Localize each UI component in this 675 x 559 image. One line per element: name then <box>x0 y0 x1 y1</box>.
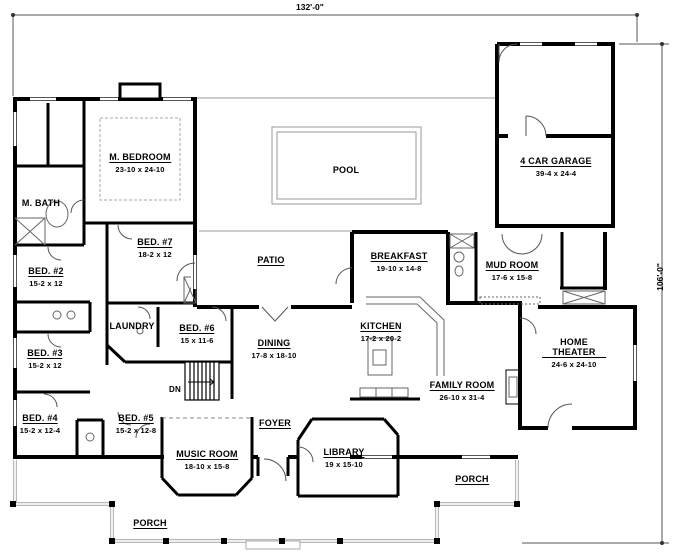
room-dims: 24-6 x 24-10 <box>551 359 597 369</box>
room-label-m-bath: M. BATH <box>22 193 60 211</box>
room-label-laundry: LAUNDRY <box>109 316 154 334</box>
overall-depth-dimension: 106'-0" <box>654 263 665 291</box>
room-label-music-room: MUSIC ROOM 18-10 x 15-8 <box>176 444 238 471</box>
room-label-home-theater: HOME THEATER 24-6 x 24-10 <box>542 337 606 369</box>
room-dims: 17-6 x 15-8 <box>491 272 533 282</box>
room-name: M. BEDROOM <box>109 152 171 164</box>
room-name: BED. #6 <box>179 323 215 335</box>
room-label-bed-2: BED. #2 15-2 x 12 <box>28 261 64 288</box>
room-dims: 26-10 x 31-4 <box>439 392 485 402</box>
room-label-bed-4: BED. #4 15-2 x 12-4 <box>20 408 61 435</box>
porch-posts <box>10 501 520 544</box>
room-name: BREAKFAST <box>370 251 428 263</box>
room-name: 4 CAR GARAGE <box>520 156 592 168</box>
room-name: KITCHEN <box>360 321 402 333</box>
interior-walls <box>13 99 605 498</box>
stairs-down-label: DN <box>169 379 181 397</box>
room-name: MUSIC ROOM <box>176 449 238 461</box>
room-name: BED. #5 <box>118 413 154 425</box>
room-label-mud-room: MUD ROOM 17-6 x 15-8 <box>485 255 539 282</box>
room-label-bed-6: BED. #6 15 x 11-6 <box>179 318 215 345</box>
room-dims: 18-10 x 15-8 <box>184 461 230 471</box>
overall-width-dimension: 132'-0" <box>296 2 324 12</box>
room-name: BED. #3 <box>27 348 63 360</box>
room-label-kitchen: KITCHEN 17-2 x 20-2 <box>360 316 402 343</box>
room-label-bed-3: BED. #3 15-2 x 12 <box>27 343 63 370</box>
room-name: HOME THEATER <box>542 337 606 359</box>
room-name: LIBRARY <box>323 447 365 459</box>
room-dims: 15-2 x 12 <box>28 360 62 370</box>
room-label-patio: PATIO <box>257 250 285 268</box>
room-dims: 19-10 x 14-8 <box>376 263 422 273</box>
fixtures <box>14 117 606 442</box>
room-label-pool: POOL <box>333 160 359 178</box>
room-name: BED. #7 <box>137 237 173 249</box>
room-name: PATIO <box>257 255 285 267</box>
room-dims: 17-8 x 18-10 <box>251 350 297 360</box>
room-name: POOL <box>332 165 360 175</box>
room-name: M. BATH <box>21 198 61 208</box>
patio-pool-outline <box>197 97 495 232</box>
room-name: DINING <box>257 338 291 350</box>
room-dims: 23-10 x 24-10 <box>115 164 165 174</box>
room-name: PORCH <box>455 474 489 486</box>
room-name: BED. #4 <box>22 413 58 425</box>
porch-outline <box>10 460 520 550</box>
room-dims: 15 x 11-6 <box>180 335 214 345</box>
room-dims: 19 x 15-10 <box>325 459 363 469</box>
room-label-breakfast: BREAKFAST 19-10 x 14-8 <box>370 246 428 273</box>
room-label-dining: DINING 17-8 x 18-10 <box>252 333 297 360</box>
room-label-family-room: FAMILY ROOM 26-10 x 31-4 <box>429 375 495 402</box>
room-label-porch-front: PORCH <box>133 513 167 531</box>
room-name: FOYER <box>258 418 292 430</box>
room-name: MUD ROOM <box>485 260 539 272</box>
room-dims: 15-2 x 12 <box>29 278 63 288</box>
stairs-label-text: DN <box>169 385 181 394</box>
room-label-garage: 4 CAR GARAGE 39-4 x 24-4 <box>520 151 592 178</box>
room-label-porch-side: PORCH <box>455 469 489 487</box>
room-label-foyer: FOYER <box>258 413 292 431</box>
door-arcs <box>43 43 573 482</box>
fireplace-chimney <box>118 82 162 101</box>
room-dims: 15-2 x 12-4 <box>19 425 61 435</box>
room-dims: 17-2 x 20-2 <box>360 333 402 343</box>
room-dims: 39-4 x 24-4 <box>535 168 577 178</box>
room-label-m-bedroom: M. BEDROOM 23-10 x 24-10 <box>109 147 171 174</box>
windows <box>11 40 639 461</box>
room-dims: 15-2 x 12-8 <box>115 425 157 435</box>
room-name: BED. #2 <box>28 266 64 278</box>
room-label-bed-5: BED. #5 15-2 x 12-8 <box>116 408 157 435</box>
room-dims: 18-2 x 12 <box>138 249 172 259</box>
stairs-icon <box>184 361 220 401</box>
room-name: LAUNDRY <box>109 321 155 331</box>
dimension-lines <box>11 13 669 545</box>
room-label-bed-7: BED. #7 18-2 x 12 <box>137 232 173 259</box>
room-name: FAMILY ROOM <box>429 380 495 392</box>
room-name: PORCH <box>133 518 167 530</box>
room-label-library: LIBRARY 19 x 15-10 <box>323 442 365 469</box>
